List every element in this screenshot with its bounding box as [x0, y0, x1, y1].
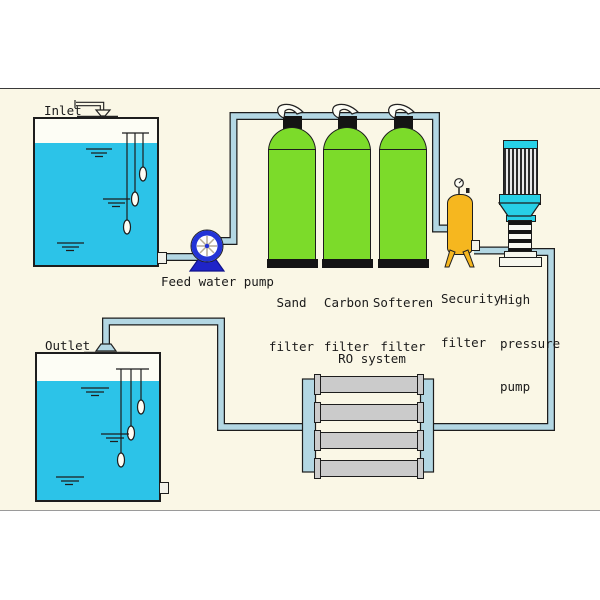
outlet-tank: [35, 352, 161, 502]
sand-filter-base: [267, 259, 318, 268]
hp-pump-stages: [508, 220, 532, 253]
ro-tube4-right-cap: [417, 457, 424, 479]
high-pressure-pump-label: High pressure pump: [500, 292, 561, 394]
outlet-label: Outlet: [45, 338, 91, 353]
hp-pump-motor: [503, 148, 538, 196]
carbon-filter-vessel: [323, 149, 371, 260]
ro-membrane-tube: [320, 459, 418, 477]
inlet-tank-outlet-nub: [157, 252, 167, 264]
sand-filter-vessel: [268, 149, 316, 260]
softener-filter-label: Softeren filter: [372, 295, 434, 354]
ro-membrane-tube: [320, 375, 418, 393]
feed-pump-label: Feed water pump: [161, 274, 274, 289]
ro-membrane-tube: [320, 403, 418, 421]
security-filter-vessel: [447, 194, 473, 255]
inlet-label: Inlet: [44, 103, 82, 118]
ro-tube1-right-cap: [417, 373, 424, 395]
ro-tube3-right-cap: [417, 429, 424, 451]
outlet-tank-water: [37, 381, 159, 500]
outlet-tank-nub: [159, 482, 169, 494]
inlet-tank-water: [35, 143, 157, 265]
softener-filter-vessel: [379, 149, 427, 260]
ro-system-label: RO system: [338, 351, 406, 366]
softener-filter-base: [378, 259, 429, 268]
security-filter-outlet-nub: [471, 240, 480, 251]
security-filter-label: Security filter: [441, 291, 502, 350]
ro-membrane-tube: [320, 431, 418, 449]
inlet-tank: [33, 117, 159, 267]
hp-pump-motor-flange: [499, 194, 541, 205]
ro-tube2-right-cap: [417, 401, 424, 423]
carbon-filter-base: [322, 259, 373, 268]
carbon-filter-label: Carbon filter: [323, 295, 370, 354]
